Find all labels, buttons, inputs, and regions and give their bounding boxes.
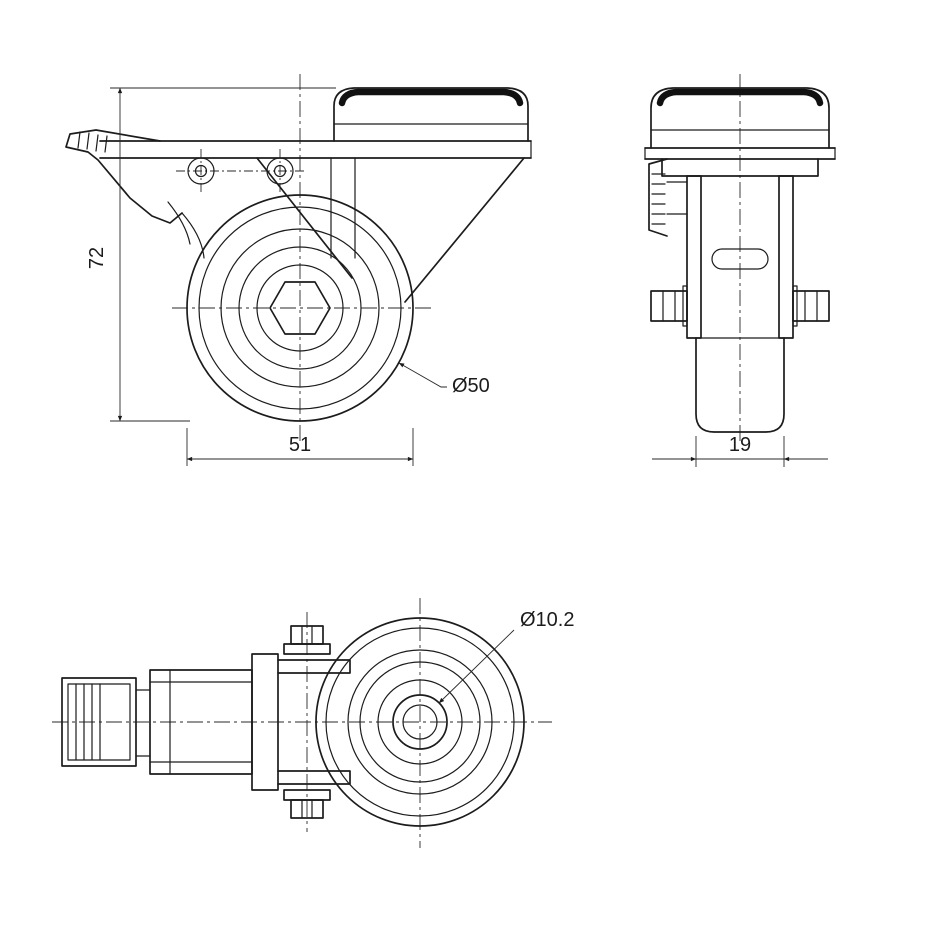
bottom-view: Ø10.2: [52, 598, 574, 848]
front-view: 72 51 Ø50: [65, 74, 532, 466]
dim-wheel-width-19: 19: [652, 434, 828, 467]
front-mounting-plate: [99, 140, 532, 159]
dim-width-51: 51: [186, 428, 414, 466]
front-axle-hex-nut: [269, 281, 331, 335]
dim-bore-dia-label: Ø10.2: [520, 609, 574, 631]
side-fork-slot: [711, 248, 769, 270]
dim-bore-dia-10-2: Ø10.2: [438, 609, 574, 704]
dim-wheel-width-label: 19: [729, 434, 751, 456]
side-fork-legs: [686, 175, 794, 339]
dim-wheel-dia-50: Ø50: [398, 362, 490, 397]
dim-height-label: 72: [86, 247, 108, 269]
dim-width-label: 51: [289, 434, 311, 456]
dim-height-72: 72: [86, 87, 336, 422]
bottom-fork-legs: [277, 659, 351, 785]
dim-wheel-dia-label: Ø50: [452, 375, 490, 397]
front-wheel: [186, 194, 414, 422]
front-fork: [256, 157, 525, 303]
front-dome-cap: [333, 87, 529, 142]
front-brake-pedal: [65, 129, 205, 259]
side-axle-nuts: [650, 285, 830, 327]
bottom-brake-pedal: [61, 677, 151, 767]
front-centerlines: [172, 74, 432, 445]
bottom-swivel-plate: [251, 653, 279, 791]
side-dome-cap: [644, 87, 836, 160]
bottom-wheel: [315, 617, 525, 827]
side-wheel: [695, 337, 785, 433]
side-swivel-body: [661, 158, 819, 177]
bottom-bolt-hole: [392, 694, 448, 750]
side-view: 19: [644, 74, 836, 467]
side-brake-lever: [648, 158, 688, 237]
bottom-kingpin-bolts: [283, 625, 331, 819]
front-bolt-holes: [187, 157, 294, 185]
